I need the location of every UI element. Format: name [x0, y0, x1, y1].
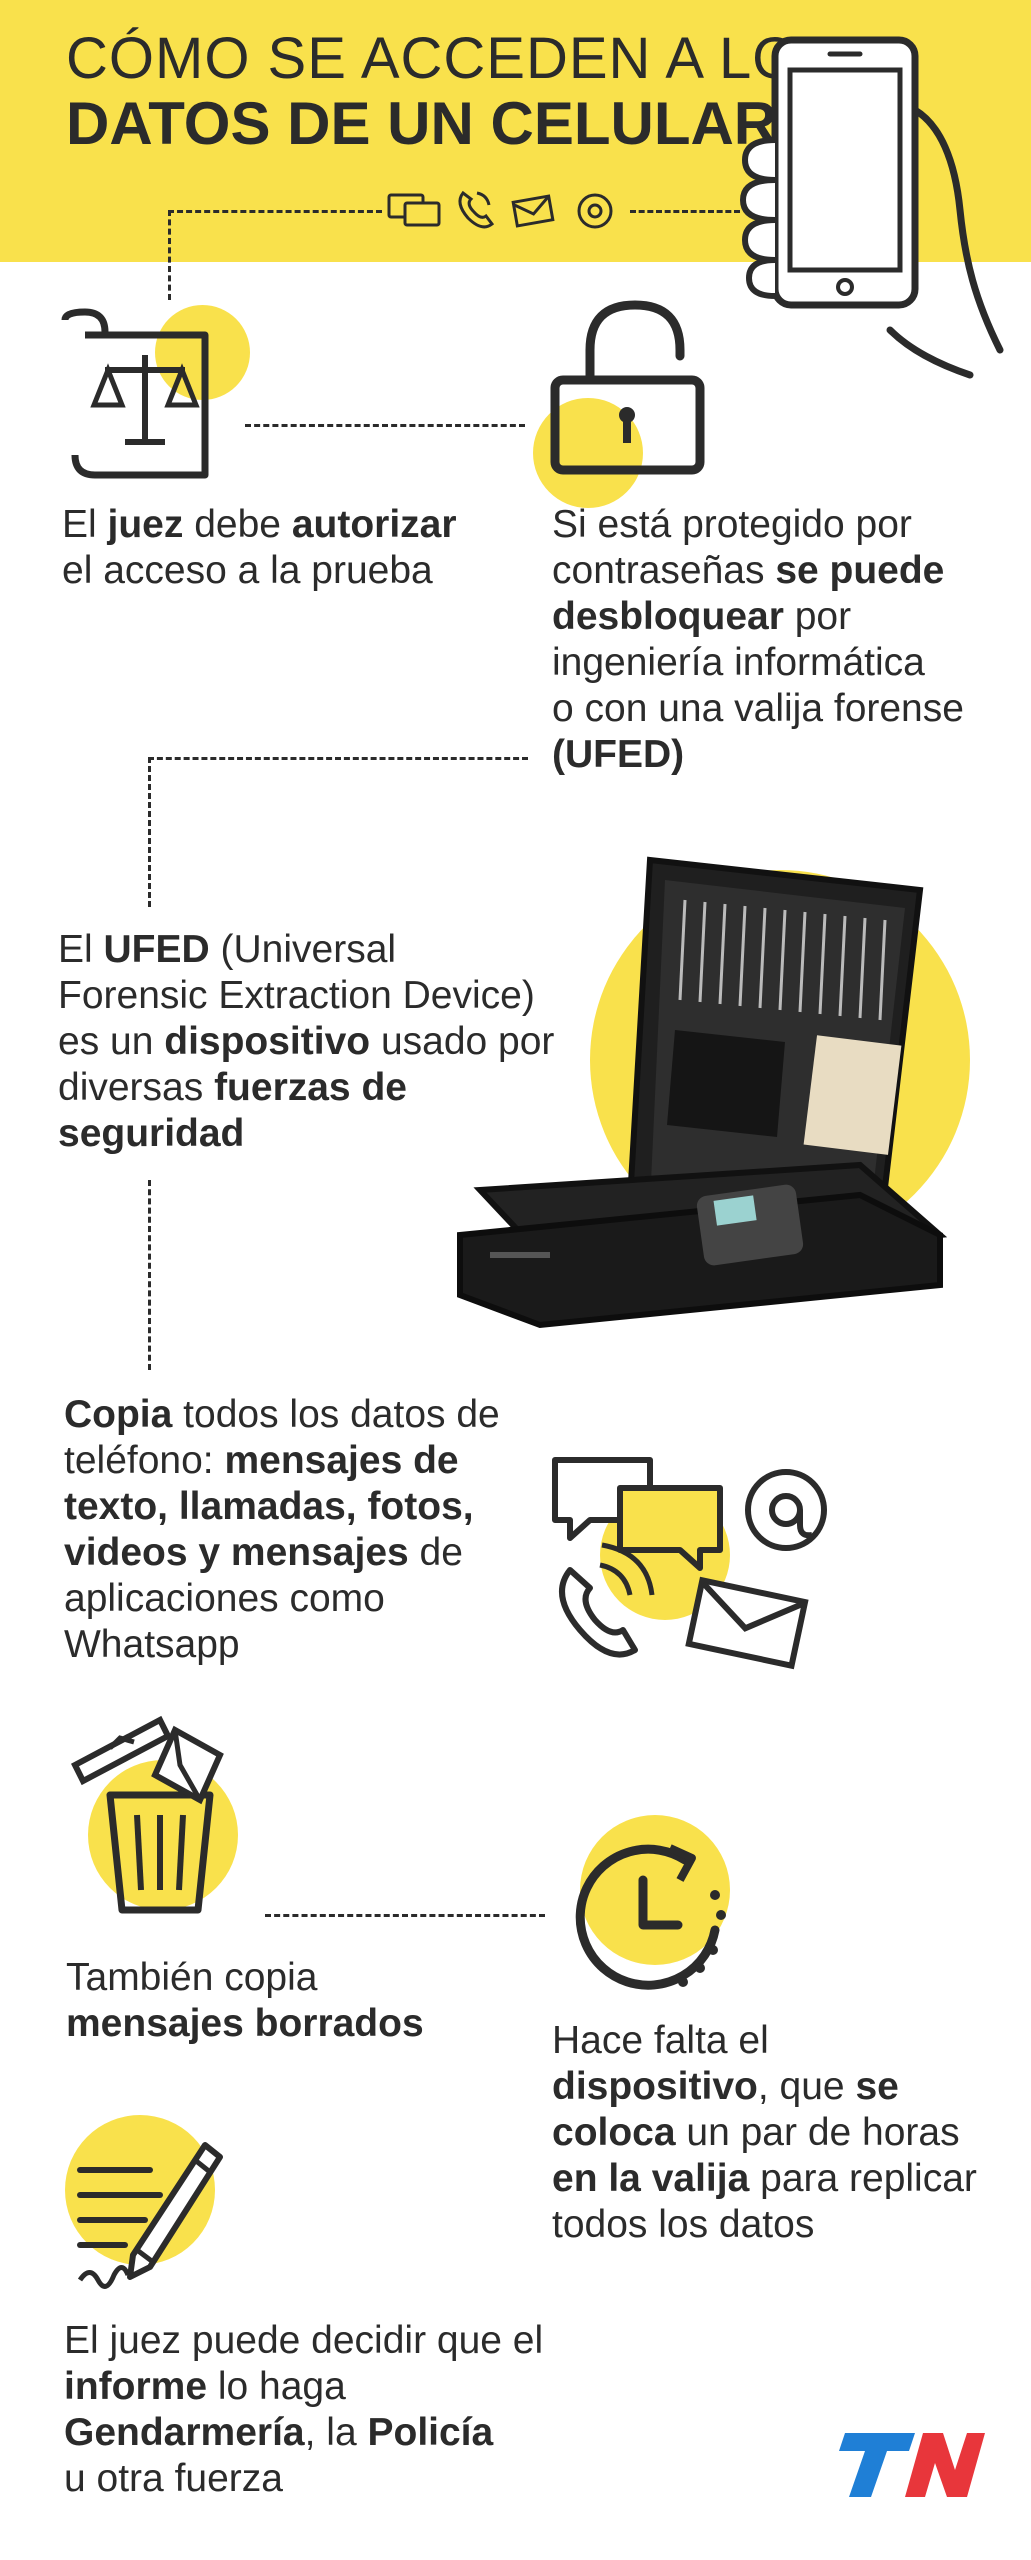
ufed-text-5: usado por [370, 1020, 555, 1063]
time-text-se: se [855, 2065, 899, 2108]
ufed-text-ufed: UFED [103, 928, 210, 971]
title-line-2: DATOS DE UN CELULAR [66, 90, 778, 157]
connector-trash-clock [265, 1914, 545, 1917]
connector-ufed-down-2 [148, 1180, 151, 1370]
ufed-text-6: diversas [58, 1066, 215, 1109]
copy-text-4: aplicaciones como [64, 1577, 385, 1620]
unlock-text-5: o con una valija forense [552, 687, 964, 730]
connector-judge-unlock [245, 424, 525, 427]
header-comm-icons [387, 190, 613, 229]
judge-text-3: el acceso a la prueba [62, 549, 433, 592]
page-title: CÓMO SE ACCEDEN A LOS DATOS DE UN CELULA… [66, 30, 838, 154]
time-text-5: todos los datos [552, 2203, 815, 2246]
ufed-text-4: es un [58, 1020, 165, 1063]
unlock-text-4: ingeniería informática [552, 641, 925, 684]
chat-phone-mail-at-icon [552, 1457, 827, 1670]
ufed-text-2: (Universal [209, 928, 397, 971]
connector-unlock-ufed [148, 757, 528, 760]
time-text: Hace falta el dispositivo, que se coloca… [552, 2018, 1012, 2248]
judge-text-autorizar: autorizar [291, 503, 457, 546]
forensic-case-icon [457, 856, 948, 1329]
deleted-text-1: También copia [66, 1956, 318, 1999]
time-text-coloca: coloca [552, 2111, 676, 2154]
report-text-gendarmeria: Gendarmería [64, 2411, 305, 2454]
judge-text: El juez debe autorizar el acceso a la pr… [62, 502, 482, 594]
copy-text-5: Whatsapp [64, 1623, 240, 1666]
report-text-policia: Policía [367, 2411, 494, 2454]
connector-header-down [168, 210, 171, 300]
connector-header-right [630, 210, 740, 213]
ufed-text: El UFED (Universal Forensic Extraction D… [58, 927, 578, 1157]
padlock-open-icon [550, 300, 705, 475]
ufed-text-seguridad: seguridad [58, 1112, 245, 1155]
clock-highlight [580, 1815, 730, 1965]
copy-text-1: todos los datos de [172, 1393, 500, 1436]
phone-hand-icon [739, 36, 1004, 379]
copy-text-copia: Copia [64, 1393, 173, 1436]
report-text-2: lo haga [207, 2365, 346, 2408]
report-text: El juez puede decidir que el informe lo … [64, 2318, 584, 2502]
report-text-1: El juez puede decidir que el [64, 2319, 544, 2362]
time-text-4: para replicar [749, 2157, 977, 2200]
unlock-text-2: contraseñas [552, 549, 776, 592]
time-text-3: un par de horas [675, 2111, 960, 2154]
deleted-text: También copia mensajes borrados [66, 1955, 486, 2047]
title-line-1: CÓMO SE ACCEDEN A LOS [66, 26, 838, 91]
time-text-valija: en la valija [552, 2157, 750, 2200]
time-text-1: Hace falta el [552, 2019, 769, 2062]
connector-header-left [168, 210, 382, 213]
tn-logo: TN [835, 2425, 985, 2505]
unlock-text-ufed: (UFED) [552, 733, 685, 776]
report-text-4: u otra fuerza [64, 2457, 283, 2500]
scales-icon [61, 308, 209, 479]
unlock-text-1: Si está protegido por [552, 503, 912, 546]
unlock-text-desbloquear: desbloquear [552, 595, 784, 638]
unlock-text-3: por [783, 595, 852, 638]
ufed-text-dispositivo: dispositivo [164, 1020, 371, 1063]
trash-icon [71, 1715, 224, 1914]
ufed-text-1: El [58, 928, 104, 971]
unlock-text-se-puede: se puede [775, 549, 945, 592]
ufed-text-3: Forensic Extraction Device) [58, 974, 535, 1017]
copy-text-2: teléfono: [64, 1439, 225, 1482]
document-pen-icon [77, 2142, 223, 2289]
copy-text-mensajes: mensajes de [224, 1439, 459, 1482]
judge-text-juez: juez [107, 503, 184, 546]
ufed-text-fuerzas: fuerzas de [214, 1066, 407, 1109]
copy-text-videos: videos y mensajes [64, 1531, 409, 1574]
judge-text-1: El [62, 503, 108, 546]
copy-text-llamadas: texto, llamadas, fotos, [64, 1485, 474, 1528]
clock-icon [575, 1844, 726, 1990]
copy-text: Copia todos los datos de teléfono: mensa… [64, 1392, 544, 1668]
report-text-3: , la [304, 2411, 368, 2454]
copy-text-3: de [408, 1531, 463, 1574]
deleted-text-mensajes: mensajes borrados [66, 2002, 424, 2045]
connector-ufed-down-1 [148, 757, 151, 907]
report-text-informe: informe [64, 2365, 208, 2408]
tn-logo-mark [839, 2433, 985, 2497]
time-text-dispositivo: dispositivo [552, 2065, 758, 2108]
unlock-text: Si está protegido por contraseñas se pue… [552, 502, 1012, 778]
time-text-2: , que [757, 2065, 856, 2108]
judge-text-2: debe [183, 503, 292, 546]
